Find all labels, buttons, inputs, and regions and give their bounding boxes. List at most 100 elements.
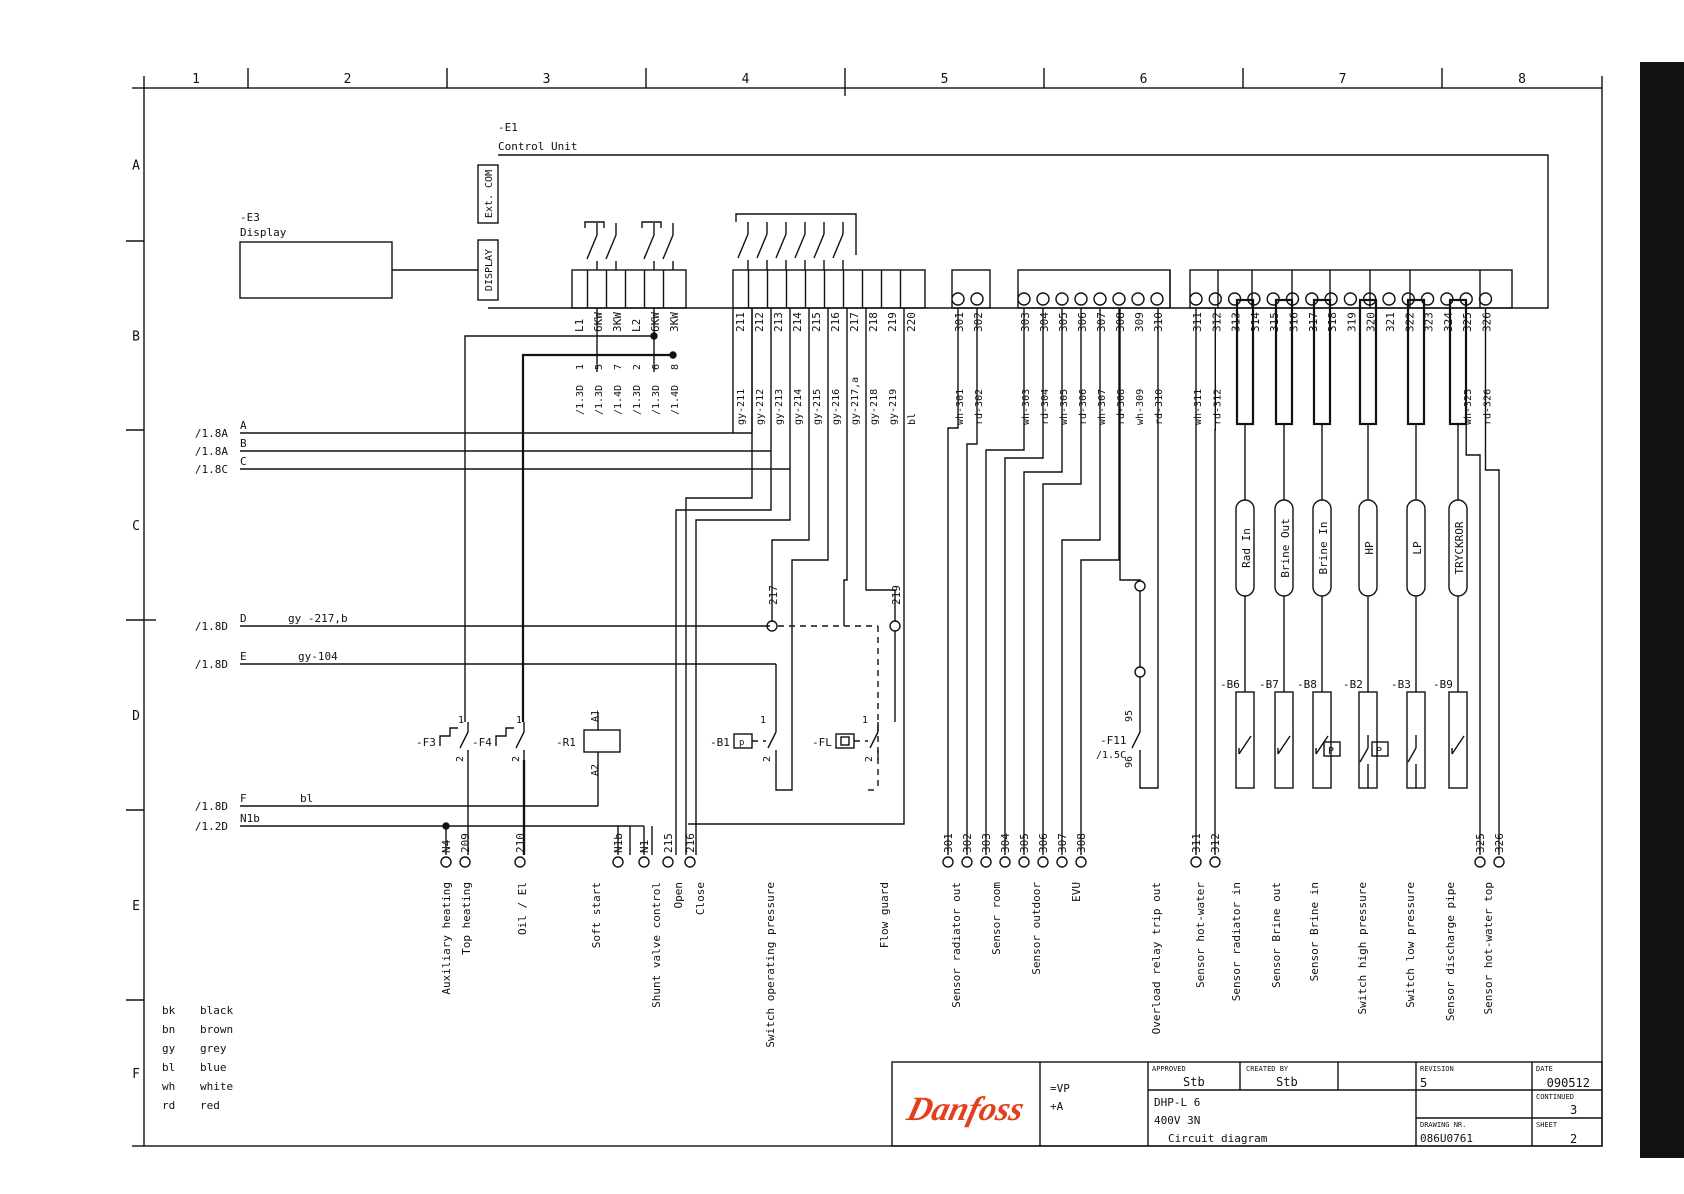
port-display: DISPLAY: [484, 249, 495, 291]
field-terminal-label-305: 305: [1018, 833, 1031, 853]
column-label-5: 5: [941, 72, 949, 87]
junction-2: [669, 351, 677, 359]
date: 090512: [1547, 1076, 1590, 1090]
field-terminal-303: [980, 856, 992, 868]
wire-label-8: gy-219: [888, 389, 899, 425]
svg-text:1: 1: [516, 715, 522, 726]
field-terminal-215: [662, 856, 674, 868]
terminal-311: [1189, 292, 1203, 306]
terminal-310: [1150, 292, 1164, 306]
display-unit: -E3 Display: [239, 211, 478, 299]
terminal-label-L1: L1: [573, 319, 586, 332]
field-terminal-N1b: [612, 856, 624, 868]
heater-cross-references: 1/1.3D5/1.3D7/1.4D2/1.3D6/1.3D8/1.4D: [575, 364, 681, 415]
bus-ref-5: /1.8D: [195, 800, 228, 813]
heater-num-2: 7: [613, 364, 624, 370]
junction-1: [650, 332, 658, 340]
terminal-label-319: 319: [1345, 312, 1358, 332]
svg-text:2: 2: [455, 756, 466, 762]
field-terminal-label-306: 306: [1037, 833, 1050, 853]
svg-text:A2: A2: [590, 764, 601, 776]
bus-label-0: A: [240, 419, 247, 432]
terminal-label-303: 303: [1019, 312, 1032, 332]
field-terminal-305: [1018, 856, 1030, 868]
terminal-label-3KW: 3KW: [611, 312, 624, 332]
f11-tag: -F11: [1100, 734, 1127, 747]
svg-text:p: p: [739, 738, 744, 748]
mid-terminal-217: 217: [767, 585, 780, 605]
model: DHP-L 6: [1154, 1096, 1200, 1109]
wire-label-11: rd-302: [974, 389, 985, 425]
field-terminal-216: [684, 856, 696, 868]
wire-label-5: gy-216: [831, 389, 842, 425]
svg-text:1: 1: [760, 715, 766, 726]
field-terminal-326: [1493, 856, 1505, 868]
sensor-name-0: Rad In: [1240, 528, 1253, 568]
terminal-label-316: 316: [1288, 312, 1301, 332]
function-label-13: Overload relay trip out: [1150, 882, 1163, 1034]
field-terminal-label-304: 304: [999, 833, 1012, 853]
function-label-11: Sensor outdoor: [1030, 882, 1043, 975]
row-label-A: A: [132, 159, 140, 174]
bus-ref-4: /1.8D: [195, 658, 228, 671]
f3-tag: -F3: [416, 736, 436, 749]
wire-label-23: rd-326: [1483, 389, 1494, 425]
terminal-321: [1382, 292, 1396, 306]
field-terminal-312: [1209, 856, 1221, 868]
revision: 5: [1420, 1076, 1427, 1090]
legend-color-bk: black: [200, 1004, 233, 1017]
function-label-14: Sensor hot-water: [1194, 882, 1207, 988]
heater-ref-3: /1.3D: [632, 385, 643, 415]
wire-label-6: gy-217,a: [850, 377, 861, 425]
field-devices: -F3 1 2 -F4 1 2 -R1 A1 A2 -B1 p: [416, 710, 1141, 776]
legend-code-bn: bn: [162, 1023, 175, 1036]
row-label-E: E: [132, 899, 140, 914]
terminal-label-3KW: 3KW: [668, 312, 681, 332]
sensor-element-2: [1312, 691, 1332, 789]
terminal-label-321: 321: [1384, 312, 1397, 332]
wire-label-15: rd-306: [1078, 389, 1089, 425]
column-label-4: 4: [742, 72, 750, 87]
terminal-label-211: 211: [734, 312, 747, 332]
field-terminal-307: [1056, 856, 1068, 868]
terminal-label-320: 320: [1365, 312, 1378, 332]
terminal-label-216: 216: [829, 312, 842, 332]
field-terminal-209: [459, 856, 471, 868]
sheet-edge-bar: [1640, 62, 1684, 1158]
wire-label-1: gy-212: [755, 389, 766, 425]
field-terminal-label-210: 210: [514, 833, 527, 853]
sensor-name-1: Brine Out: [1279, 518, 1292, 578]
bus-label-3: D: [240, 612, 247, 625]
bus-label-5: F: [240, 792, 247, 805]
display-name: Display: [240, 226, 287, 239]
mid-terminal-219: 219: [890, 585, 903, 605]
terminal-label-306: 306: [1076, 312, 1089, 332]
bus-wire-5: bl: [300, 792, 313, 805]
field-terminal-308: [1075, 856, 1087, 868]
terminal-label-324: 324: [1442, 312, 1455, 332]
terminal-label-314: 314: [1249, 312, 1262, 332]
svg-text:1: 1: [862, 715, 868, 726]
function-label-4: Shunt valve control: [650, 882, 663, 1008]
terminal-label-214: 214: [791, 312, 804, 332]
wire-label-7: gy-218: [869, 389, 880, 425]
field-terminal-label-325: 325: [1474, 833, 1487, 853]
sensor-element-0: [1235, 691, 1255, 789]
sensor-name-2: Brine In: [1317, 522, 1330, 575]
heater-num-4: 6: [651, 364, 662, 370]
column-label-1: 1: [192, 72, 200, 87]
sensor-name-5: TRYCKROR: [1453, 521, 1466, 574]
row-label-C: C: [132, 519, 140, 534]
heater-ref-5: /1.4D: [670, 385, 681, 415]
function-label-7: Switch operating pressure: [764, 882, 777, 1048]
field-terminal-N4: [440, 856, 452, 868]
terminal-label-301: 301: [953, 312, 966, 332]
voltage: 400V 3N: [1154, 1114, 1200, 1127]
terminal-label-6KW: 6KW: [592, 312, 605, 332]
terminal-label-220: 220: [905, 312, 918, 332]
bus-ref-1: /1.8A: [195, 445, 228, 458]
